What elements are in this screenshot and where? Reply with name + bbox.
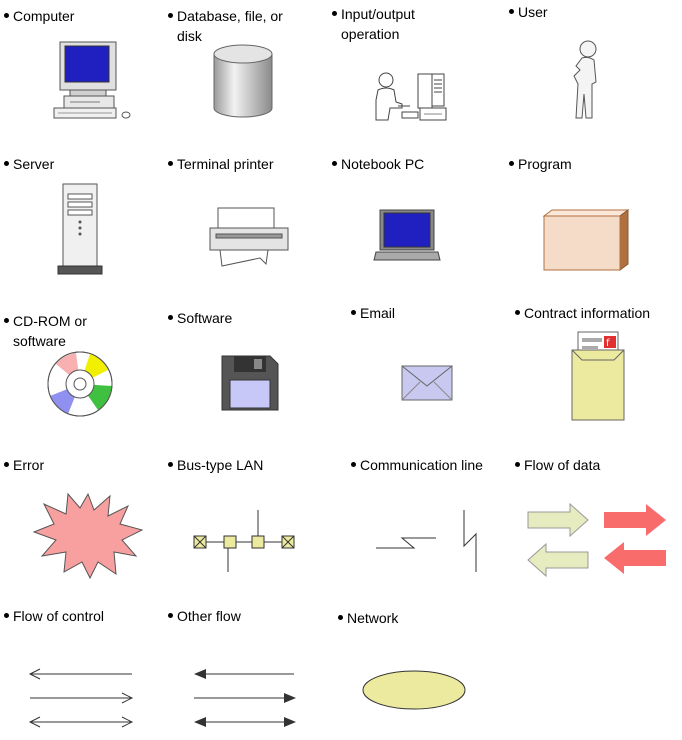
user-icon bbox=[573, 40, 597, 119]
email-icon bbox=[401, 365, 453, 401]
database-icon bbox=[213, 44, 273, 118]
label-software: Software bbox=[168, 308, 232, 328]
label-email: Email bbox=[351, 303, 395, 323]
communication-line-icon bbox=[376, 510, 477, 572]
notebook-pc-icon bbox=[373, 209, 441, 261]
contract-information-icon: f bbox=[571, 331, 625, 421]
computer-icon bbox=[53, 41, 131, 119]
bus-lan-icon bbox=[193, 510, 295, 572]
server-icon bbox=[57, 183, 103, 275]
cdrom-icon bbox=[47, 351, 113, 417]
flow-of-data-icon bbox=[527, 502, 666, 578]
label-terminal-printer: Terminal printer bbox=[168, 154, 273, 174]
label-communication-line: Communication line bbox=[351, 455, 483, 475]
label-error: Error bbox=[4, 455, 44, 475]
label-computer: Computer bbox=[4, 6, 74, 26]
label-network: Network bbox=[338, 608, 398, 628]
label-program: Program bbox=[509, 154, 572, 174]
label-database: Database, file, or disk bbox=[168, 6, 283, 46]
program-icon bbox=[542, 209, 630, 271]
label-io-operation: Input/output operation bbox=[332, 4, 415, 44]
other-flow-icon bbox=[194, 669, 296, 727]
label-other-flow: Other flow bbox=[168, 606, 241, 626]
flow-of-control-icon bbox=[28, 668, 134, 728]
error-icon bbox=[32, 492, 144, 580]
label-flow-of-control: Flow of control bbox=[4, 606, 104, 626]
label-cdrom: CD-ROM or software bbox=[4, 311, 87, 351]
label-flow-of-data: Flow of data bbox=[515, 455, 600, 475]
software-floppy-icon bbox=[221, 355, 279, 411]
label-server: Server bbox=[4, 154, 54, 174]
svg-text:f: f bbox=[606, 338, 610, 349]
label-user: User bbox=[509, 2, 548, 22]
network-icon bbox=[362, 670, 466, 710]
terminal-printer-icon bbox=[209, 207, 289, 267]
input-output-icon bbox=[375, 72, 447, 121]
label-bus-lan: Bus-type LAN bbox=[168, 455, 263, 475]
label-contract-information: Contract information bbox=[515, 303, 650, 323]
label-notebook-pc: Notebook PC bbox=[332, 154, 424, 174]
